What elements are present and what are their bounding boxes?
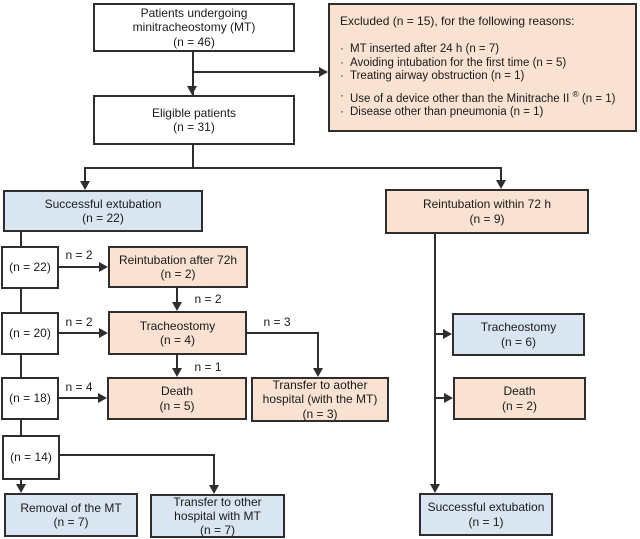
arrowhead-to-transfer-7 xyxy=(209,485,219,494)
edge-label-trach-to-death: n = 1 xyxy=(194,360,222,374)
node-tracheostomy-6: Tracheostomy (n = 6) xyxy=(452,313,585,356)
edge-label-n18-to-death: n = 4 xyxy=(65,380,93,394)
line-split-right-down xyxy=(500,167,502,181)
node-tracheostomy-6-label: Tracheostomy (n = 6) xyxy=(480,320,557,349)
node-transfer-other-hospital-7: Transfer to other hospital with MT (n = … xyxy=(150,494,285,538)
excluded-reason-4: · Use of a device other than the Minitra… xyxy=(340,88,631,106)
line-tracheostomy-to-transfer-v xyxy=(317,332,319,369)
line-reintubation72-down xyxy=(434,234,436,485)
arrowhead-to-excluded xyxy=(319,67,328,77)
line-to-tracheostomy-6 xyxy=(436,333,444,335)
registered-trademark-icon: ® xyxy=(572,88,579,99)
node-tracheostomy-4-label: Tracheostomy (n = 4) xyxy=(139,318,216,347)
edge-label-n22-to-reint: n = 2 xyxy=(65,248,93,262)
node-eligible: Eligible patients (n = 31) xyxy=(93,95,295,145)
node-removal-of-mt-7-label: Removal of the MT (n = 7) xyxy=(20,500,122,529)
excluded-reason-1-text: MT inserted after 24 h (n = 7) xyxy=(350,43,500,55)
line-n20-to-n18 xyxy=(20,355,22,377)
line-split xyxy=(84,167,502,169)
node-eligible-label: Eligible patients (n = 31) xyxy=(151,105,237,134)
node-reintubation-after-72h-label: Reintubation after 72h (n = 2) xyxy=(118,252,238,281)
edge-label-n20-to-trach: n = 2 xyxy=(65,315,93,329)
node-transfer-other-hospital-7-label: Transfer to other hospital with MT (n = … xyxy=(173,494,262,538)
node-reintubation-after-72h: Reintubation after 72h (n = 2) xyxy=(108,246,248,288)
node-successful-extubation-1-label: Successful extubation (n = 1) xyxy=(427,500,545,529)
edge-label-trach-to-transfer: n = 3 xyxy=(263,315,291,329)
node-reintubation-within-72h: Reintubation within 72 h (n = 9) xyxy=(385,189,589,234)
node-patients: Patients undergoing minitracheostomy (MT… xyxy=(93,3,295,52)
arrowhead-to-removal xyxy=(16,484,26,493)
arrowhead-to-successful-extubation-1 xyxy=(430,484,440,493)
node-transfer-with-mt-3: Transfer to aother hospital (with the MT… xyxy=(251,377,389,422)
node-n14: (n = 14) xyxy=(2,435,60,480)
excluded-reason-4-post: (n = 1) xyxy=(578,92,616,105)
arrowhead-to-transfer-3 xyxy=(313,368,323,377)
node-n22-label: (n = 22) xyxy=(9,260,51,275)
line-to-death-2 xyxy=(436,397,445,399)
line-n20-to-tracheostomy xyxy=(59,332,100,334)
line-n18-to-death xyxy=(59,397,99,399)
node-successful-extubation-22: Successful extubation (n = 22) xyxy=(3,190,203,232)
arrowhead-to-successful-extubation-22 xyxy=(80,181,90,190)
line-reintubation-after-to-tracheostomy xyxy=(176,288,178,303)
excluded-reason-2-text: Avoiding intubation for the first time (… xyxy=(350,56,567,69)
line-n14-to-transfer-v xyxy=(213,454,215,486)
line-patients-to-eligible xyxy=(192,52,194,95)
line-n18-to-n14 xyxy=(20,420,22,435)
excluded-reason-3-text: Treating airway obstruction (n = 1) xyxy=(350,70,525,82)
bullet-icon: · xyxy=(340,70,344,82)
edge-label-reint-to-trach: n = 2 xyxy=(194,292,222,306)
arrowhead-to-eligible xyxy=(187,86,197,95)
arrowhead-to-tracheostomy-4-left xyxy=(99,328,108,338)
node-death-5: Death (n = 5) xyxy=(107,377,247,420)
excluded-reason-3: · Treating airway obstruction (n = 1) xyxy=(340,70,631,84)
excluded-reason-4-pre: Use of a device other than the Minitrach… xyxy=(350,92,573,105)
node-n18: (n = 18) xyxy=(1,377,59,420)
node-transfer-with-mt-3-label: Transfer to aother hospital (with the MT… xyxy=(262,378,378,421)
line-n14-to-removal xyxy=(20,480,22,485)
bullet-icon: · xyxy=(340,105,344,118)
node-n18-label: (n = 18) xyxy=(9,391,51,406)
node-successful-extubation-22-label: Successful extubation (n = 22) xyxy=(44,196,162,225)
node-excluded: Excluded (n = 15), for the following rea… xyxy=(328,3,637,132)
line-tracheostomy-to-transfer-h xyxy=(246,332,319,334)
arrowhead-to-tracheostomy-4-top xyxy=(172,302,182,311)
node-successful-extubation-1: Successful extubation (n = 1) xyxy=(419,493,553,536)
line-n22-to-reintubation-after xyxy=(59,266,100,268)
arrowhead-to-death-5-top xyxy=(172,368,182,377)
excluded-reason-4-text: Use of a device other than the Minitrach… xyxy=(350,88,616,106)
line-n14-to-transfer-h xyxy=(60,454,215,456)
bullet-icon: · xyxy=(340,56,344,69)
node-tracheostomy-4: Tracheostomy (n = 4) xyxy=(108,311,247,355)
node-n14-label: (n = 14) xyxy=(10,450,52,465)
node-n22: (n = 22) xyxy=(1,246,59,289)
excluded-reason-2: · Avoiding intubation for the first time… xyxy=(340,57,631,71)
node-death-2: Death (n = 2) xyxy=(453,377,586,420)
bullet-icon: · xyxy=(340,89,344,102)
node-n20-label: (n = 20) xyxy=(9,326,51,341)
arrowhead-to-death-5-left xyxy=(98,393,107,403)
arrowhead-to-death-2 xyxy=(444,393,453,403)
node-death-2-label: Death (n = 2) xyxy=(501,384,537,413)
node-n20: (n = 20) xyxy=(1,312,59,355)
excluded-reason-5: · Disease other than pneumonia (n = 1) xyxy=(340,106,631,120)
arrowhead-to-tracheostomy-6 xyxy=(443,329,452,339)
node-death-5-label: Death (n = 5) xyxy=(159,384,195,413)
line-n22-to-n20 xyxy=(20,289,22,312)
excluded-title: Excluded (n = 15), for the following rea… xyxy=(340,14,575,28)
node-patients-label: Patients undergoing minitracheostomy (MT… xyxy=(132,6,256,49)
line-eligible-down xyxy=(192,145,194,168)
arrowhead-to-reintubation-within-72h xyxy=(496,180,506,189)
line-tracheostomy-to-death xyxy=(176,355,178,369)
node-removal-of-mt-7: Removal of the MT (n = 7) xyxy=(4,493,138,537)
excluded-reason-5-text: Disease other than pneumonia (n = 1) xyxy=(350,105,544,118)
line-to-excluded xyxy=(193,71,320,73)
excluded-reason-1: · MT inserted after 24 h (n = 7) xyxy=(340,43,631,57)
node-reintubation-within-72h-label: Reintubation within 72 h (n = 9) xyxy=(422,197,552,226)
line-split-left-down xyxy=(84,167,86,182)
arrowhead-to-reintubation-after xyxy=(99,262,108,272)
line-succ22-to-n22 xyxy=(20,232,22,246)
bullet-icon: · xyxy=(340,43,344,55)
